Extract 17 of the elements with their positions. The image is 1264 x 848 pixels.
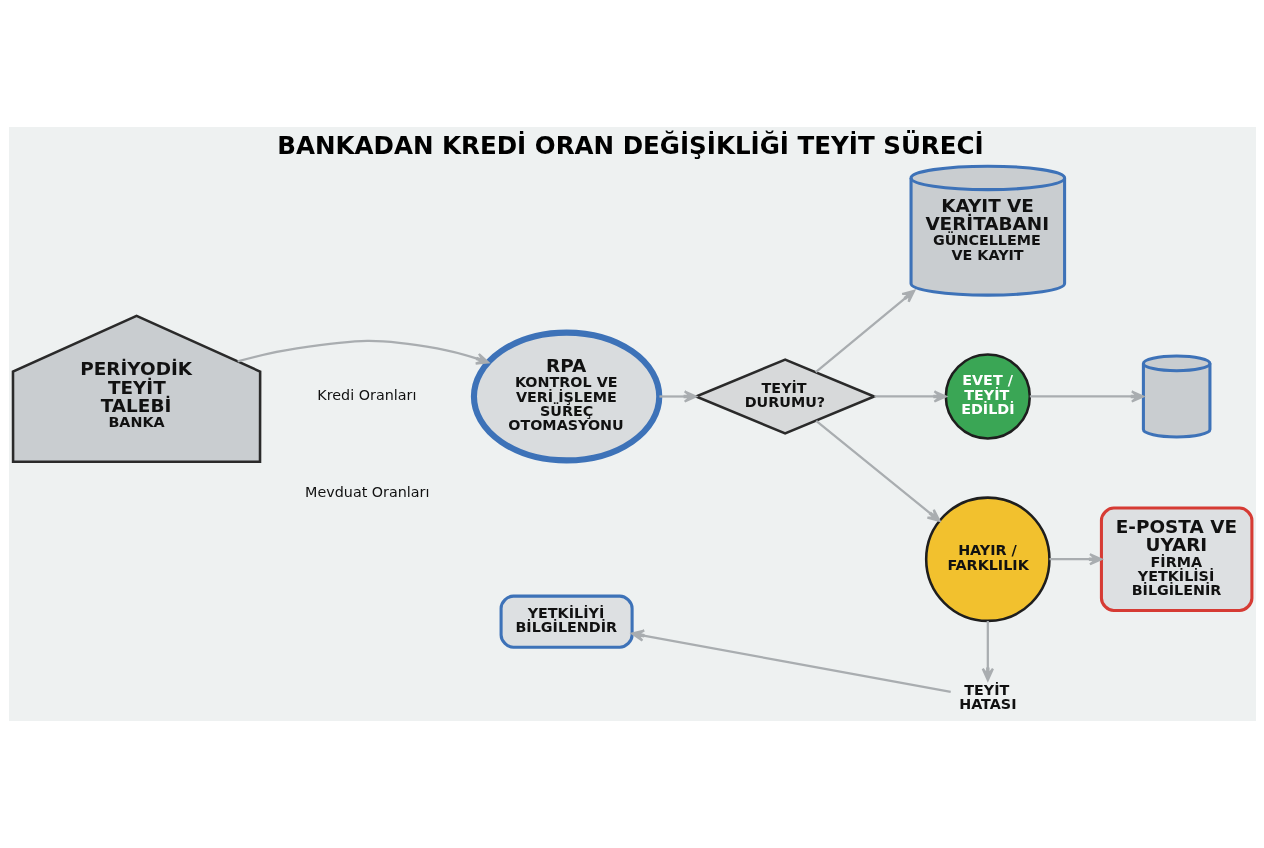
node-box: YETKİLİYİ BİLGİLENDİR	[499, 594, 634, 649]
arrow	[658, 390, 697, 403]
label: Mevduat Oranları	[304, 483, 430, 500]
node-text: TEYİT HATASI	[958, 681, 1017, 712]
node-circle: EVET / TEYİT EDİLDİ	[944, 353, 1031, 440]
arrow	[815, 419, 940, 522]
label: Kredi Oranları	[316, 387, 416, 404]
node-ellipse: RPA KONTROL VE VERİ İŞLEME SÜREÇ OTOMASYONU	[470, 329, 662, 464]
arrow	[814, 289, 915, 373]
arrow	[630, 629, 951, 693]
arrow	[873, 390, 947, 403]
arrow	[1049, 553, 1102, 566]
diagram-title: BANKADAN KREDİ ORAN DEĞİŞİKLİĞİ TEYİT SÜRECİ	[276, 130, 984, 160]
arrow	[1029, 390, 1144, 403]
node-box: E-POSTA VE UYARI FİRMA YETKİLİSİ BİLGİLENİR	[1099, 506, 1253, 612]
arrow	[981, 621, 994, 682]
arrow	[236, 339, 489, 365]
